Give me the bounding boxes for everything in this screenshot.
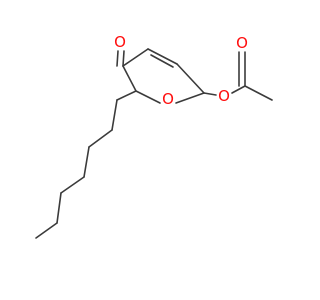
bond-c6-o-ring xyxy=(175,92,205,104)
bond-o-ring-c5 xyxy=(135,90,161,104)
oxygen-atom-carbonyl: O xyxy=(235,34,249,52)
bond-ketone-b xyxy=(116,50,119,67)
bond-c1-c6 xyxy=(176,63,205,94)
chain-bond-1 xyxy=(116,90,137,101)
molecule-structure-diagram: O O O O xyxy=(35,33,273,239)
chain-bond-7 xyxy=(35,222,58,239)
oxygen-atom-ester: O xyxy=(217,87,231,105)
chain-bond-4 xyxy=(83,146,90,178)
bond-c3-c2 xyxy=(122,48,149,67)
bond-c5-c3 xyxy=(122,65,137,92)
chain-bond-2 xyxy=(111,99,118,131)
bond-c1-c1-double xyxy=(150,54,174,68)
oxygen-atom-ring: O xyxy=(161,90,175,108)
bond-o-ester-c xyxy=(231,85,246,94)
bond-drawing xyxy=(35,48,273,239)
bond-c2-c1 xyxy=(147,48,178,65)
chain-bond-6 xyxy=(56,192,62,224)
bond-ketone-a xyxy=(122,50,125,67)
bond-c6-o-ester xyxy=(203,92,217,96)
bond-acetyl-methyl xyxy=(244,85,273,101)
chain-bond-5 xyxy=(60,176,85,194)
chain-bond-3 xyxy=(88,129,113,148)
oxygen-atom-ketone: O xyxy=(113,33,127,51)
